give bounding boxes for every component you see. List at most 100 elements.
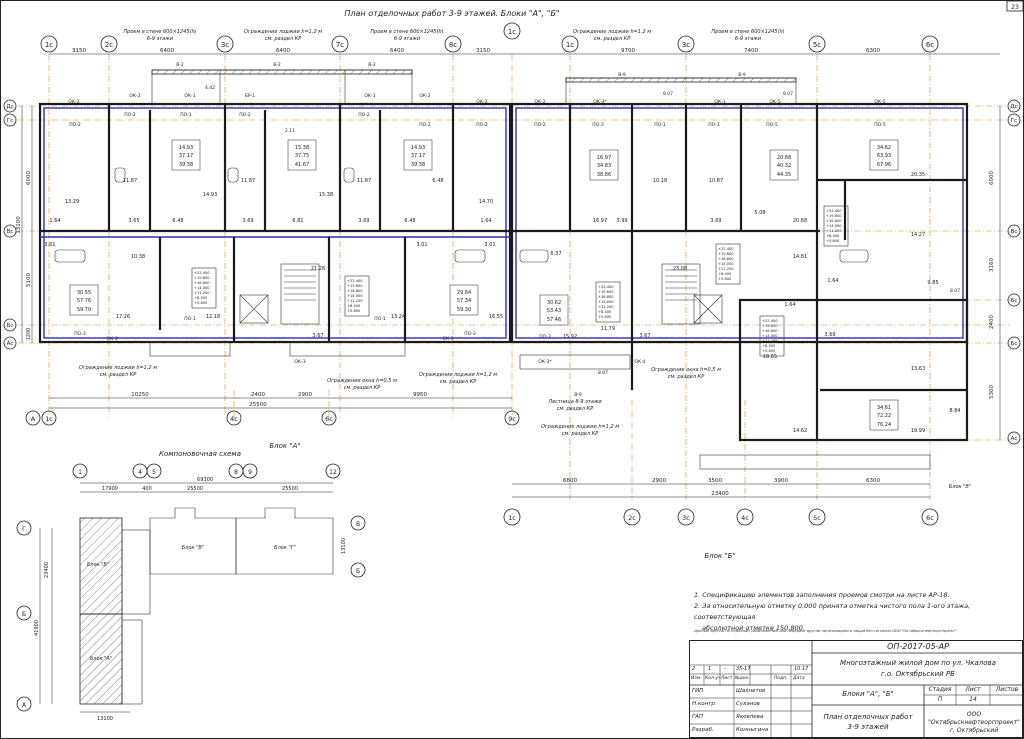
svg-text:10.87: 10.87 — [709, 178, 723, 184]
svg-text:Вс: Вс — [7, 229, 14, 235]
svg-text:6000: 6000 — [26, 171, 32, 185]
svg-text:Г: Г — [22, 526, 26, 533]
svg-text:3160: 3160 — [989, 258, 995, 272]
apartment-values: 14.93 37.17 39.38 15.38 37.75 41.67 14.9… — [77, 145, 891, 428]
svg-text:+16.800: +16.800 — [598, 295, 614, 299]
general-notes: 1. Спецификацию элементов заполнения про… — [694, 590, 1019, 634]
svg-text:2400: 2400 — [251, 392, 265, 398]
svg-text:30.55: 30.55 — [77, 290, 91, 296]
svg-text:3с: 3с — [682, 41, 690, 49]
svg-text:1с: 1с — [508, 514, 516, 522]
svg-text:Вс: Вс — [1011, 229, 1018, 235]
svg-text:1.64: 1.64 — [827, 278, 838, 284]
svg-text:8.84: 8.84 — [949, 408, 960, 414]
title-block-grid — [690, 641, 1024, 739]
svg-text:3.69: 3.69 — [358, 218, 369, 224]
svg-text:+14.000: +14.000 — [762, 334, 778, 338]
svg-text:+5.600: +5.600 — [598, 315, 612, 319]
svg-text:16.55: 16.55 — [489, 314, 503, 320]
project-code: ОП-2017-05-АР — [887, 642, 949, 651]
svg-text:+11.200: +11.200 — [194, 291, 210, 295]
svg-text:+11.200: +11.200 — [598, 305, 614, 309]
svg-text:2с: 2с — [105, 41, 113, 49]
svg-text:40.32: 40.32 — [777, 163, 791, 169]
svg-text:25500: 25500 — [282, 486, 298, 492]
layout-scheme: Компоновочная схема 1 4 5 8 9 12 69300 1… — [16, 450, 366, 722]
svg-text:17900: 17900 — [102, 486, 118, 492]
svg-text:3.69: 3.69 — [710, 218, 721, 224]
svg-text:8.07: 8.07 — [598, 370, 608, 376]
svg-text:11.87: 11.87 — [241, 178, 255, 184]
svg-text:В: В — [356, 521, 360, 528]
svg-text:41900: 41900 — [34, 620, 40, 636]
svg-text:39.38: 39.38 — [411, 162, 425, 168]
svg-text:9: 9 — [248, 469, 252, 476]
svg-text:ПО-1: ПО-1 — [374, 316, 386, 322]
svg-text:ОК-4: ОК-4 — [634, 359, 645, 365]
svg-text:Гс: Гс — [1011, 118, 1017, 124]
svg-text:21.26: 21.26 — [311, 266, 325, 272]
left-axis-bubbles: Дс Гс Вс Бс Ас 6000 5100 1200 13100 — [3, 99, 33, 350]
svg-text:57.76: 57.76 — [77, 298, 91, 304]
svg-text:14.62: 14.62 — [793, 428, 807, 434]
svg-text:2900: 2900 — [298, 392, 312, 398]
project-city: г.о. Октябрьский РБ — [881, 670, 955, 678]
svg-text:Проем в стене 600×1245(h): Проем в стене 600×1245(h) — [123, 29, 196, 35]
svg-text:10.38: 10.38 — [131, 254, 145, 260]
block-a-plan — [38, 69, 512, 357]
svg-text:БР-1: БР-1 — [245, 93, 255, 99]
svg-text:ПО-3: ПО-3 — [592, 122, 604, 128]
svg-text:13100: 13100 — [97, 716, 113, 722]
svg-text:+11.200: +11.200 — [718, 267, 734, 271]
svg-text:57.46: 57.46 — [547, 317, 561, 323]
svg-text:1200: 1200 — [26, 328, 32, 341]
svg-text:3с: 3с — [682, 514, 690, 522]
svg-text:15.38: 15.38 — [319, 192, 333, 198]
svg-text:ОК-1: ОК-1 — [364, 93, 375, 99]
svg-text:18.65: 18.65 — [763, 354, 777, 360]
svg-text:13.24: 13.24 — [391, 314, 405, 320]
svg-text:14.93: 14.93 — [203, 192, 217, 198]
svg-text:+22.400: +22.400 — [826, 209, 842, 213]
svg-text:В-2: В-2 — [368, 62, 376, 68]
svg-text:25500: 25500 — [187, 486, 203, 492]
svg-text:+8.400: +8.400 — [762, 344, 776, 348]
stamp-blocks: Блоки "А", "Б" — [842, 690, 894, 698]
svg-text:44.35: 44.35 — [777, 172, 791, 178]
svg-text:ПО-2: ПО-2 — [358, 112, 370, 118]
svg-text:+22.400: +22.400 — [762, 319, 778, 323]
svg-text:ПО-5: ПО-5 — [766, 122, 778, 128]
stage-value: П — [937, 696, 943, 703]
svg-text:4: 4 — [138, 469, 142, 476]
svg-text:Б: Б — [22, 611, 26, 618]
svg-text:Дс: Дс — [1010, 104, 1017, 110]
svg-text:14.27: 14.27 — [911, 232, 925, 238]
stage-label: Стадия — [928, 686, 952, 693]
svg-text:8.07: 8.07 — [663, 91, 673, 97]
block-b-label: Блок "Б" — [704, 552, 735, 560]
svg-text:ПО-2: ПО-2 — [69, 122, 81, 128]
svg-text:ОК-3: ОК-3 — [442, 336, 453, 342]
note-2: 2. За относительную отметку 0,000 принят… — [694, 602, 971, 621]
svg-text:см. раздел КР: см. раздел КР — [594, 36, 630, 42]
svg-text:ОК-2: ОК-2 — [129, 93, 140, 99]
block-b-plan — [510, 77, 969, 470]
floor-levels: +22.400 +19.600 +16.800 +14.000 +11.200 … — [191, 205, 849, 357]
svg-text:3.65: 3.65 — [128, 218, 139, 224]
svg-text:+8.400: +8.400 — [347, 304, 361, 308]
svg-text:Ограждение лоджии h=1,2 м: Ограждение лоджии h=1,2 м — [79, 365, 157, 371]
title-block: ОП-2017-05-АР Многоэтажный жилой дом по … — [689, 640, 1024, 739]
svg-text:7с: 7с — [336, 41, 344, 49]
svg-text:34.83: 34.83 — [597, 163, 611, 169]
svg-text:ПО-3: ПО-3 — [74, 331, 86, 337]
svg-text:6000: 6000 — [989, 171, 995, 185]
svg-text:1с: 1с — [45, 41, 53, 49]
svg-text:+8.400: +8.400 — [826, 234, 840, 238]
sheet-value: 14 — [969, 696, 977, 703]
svg-text:+16.800: +16.800 — [762, 329, 778, 333]
block-a-label: Блок "А" — [269, 442, 300, 450]
svg-text:3900: 3900 — [774, 478, 788, 484]
svg-text:6.48: 6.48 — [172, 218, 183, 224]
svg-text:В-9: В-9 — [574, 392, 582, 398]
svg-text:19.99: 19.99 — [911, 428, 925, 434]
